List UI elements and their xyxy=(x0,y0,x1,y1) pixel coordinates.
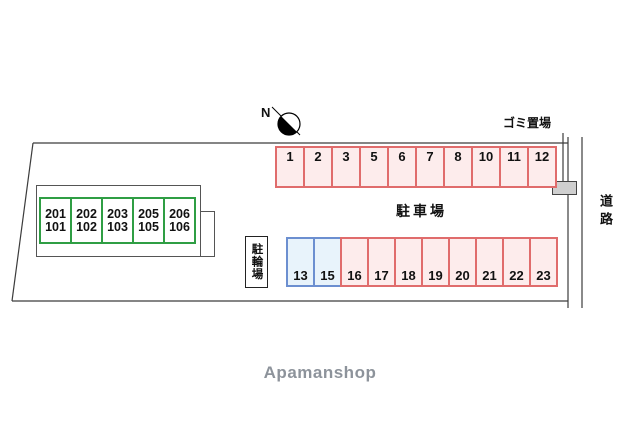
parking-space-number: 1 xyxy=(286,149,294,164)
parking-space-number: 8 xyxy=(454,149,462,164)
parking-space-number: 7 xyxy=(426,149,434,164)
unit-number-upper: 206 xyxy=(169,206,190,221)
building-unit: 206 106 xyxy=(163,197,196,244)
parking-space-number: 18 xyxy=(401,268,416,283)
parking-space-number: 10 xyxy=(478,149,494,164)
unit-number-lower: 101 xyxy=(45,219,66,234)
parking-space: 8 xyxy=(443,146,473,188)
parking-space: 18 xyxy=(394,237,423,287)
parking-space-number: 2 xyxy=(314,149,322,164)
parking-row-bottom: 13 15 16 17 18 19 20 21 22 23 xyxy=(286,237,558,287)
parking-space-number: 3 xyxy=(342,149,350,164)
parking-space: 13 xyxy=(286,237,315,287)
parking-space: 23 xyxy=(529,237,558,287)
parking-space: 21 xyxy=(475,237,504,287)
parking-space-number: 21 xyxy=(482,268,497,283)
garbage-area-label: ゴミ置場 xyxy=(503,116,552,130)
parking-space: 10 xyxy=(471,146,501,188)
parking-space-number: 20 xyxy=(455,268,470,283)
parking-space: 1 xyxy=(275,146,305,188)
compass-north-label: N xyxy=(261,105,271,120)
parking-space: 17 xyxy=(367,237,396,287)
parking-space-number: 5 xyxy=(370,149,378,164)
parking-space-number: 16 xyxy=(347,268,362,283)
building-extension xyxy=(200,211,215,257)
unit-number-lower: 106 xyxy=(169,219,190,234)
parking-space: 12 xyxy=(527,146,557,188)
parking-space: 16 xyxy=(340,237,369,287)
parking-space: 11 xyxy=(499,146,529,188)
building-unit: 205 105 xyxy=(132,197,165,244)
parking-space-number: 6 xyxy=(398,149,406,164)
parking-space-number: 15 xyxy=(320,268,335,283)
parking-space-number: 23 xyxy=(536,268,551,283)
road-label: 道路 xyxy=(598,194,613,230)
parking-lot-label: 駐車場 xyxy=(396,203,447,219)
garbage-station-box xyxy=(552,181,577,195)
unit-number-lower: 105 xyxy=(138,219,159,234)
parking-space-number: 11 xyxy=(507,149,521,164)
parking-space: 15 xyxy=(313,237,342,287)
parking-space-number: 13 xyxy=(293,268,308,283)
parking-space: 5 xyxy=(359,146,389,188)
building-unit: 203 103 xyxy=(101,197,134,244)
parking-space-number: 22 xyxy=(509,268,524,283)
building-units: 201 101 202 102 203 103 205 105 206 106 xyxy=(39,197,196,244)
parking-space: 2 xyxy=(303,146,333,188)
unit-number-upper: 203 xyxy=(107,206,128,221)
unit-number-upper: 205 xyxy=(138,206,159,221)
parking-space: 7 xyxy=(415,146,445,188)
parking-space: 19 xyxy=(421,237,450,287)
north-arrow-icon xyxy=(271,106,301,136)
parking-space: 20 xyxy=(448,237,477,287)
unit-number-lower: 103 xyxy=(107,219,128,234)
unit-number-lower: 102 xyxy=(76,219,97,234)
parking-space: 22 xyxy=(502,237,531,287)
parking-space-number: 12 xyxy=(534,149,550,164)
parking-row-top: 1 2 3 5 6 7 8 10 11 12 xyxy=(275,146,557,188)
building-unit: 201 101 xyxy=(39,197,72,244)
brand-logo: Apamanshop xyxy=(263,363,377,382)
parking-space-number: 17 xyxy=(374,268,389,283)
parking-space: 6 xyxy=(387,146,417,188)
unit-number-upper: 201 xyxy=(45,206,66,221)
bicycle-parking-label: 駐輪場 xyxy=(245,236,268,288)
parking-space-number: 19 xyxy=(428,268,443,283)
building-unit: 202 102 xyxy=(70,197,103,244)
parking-space: 3 xyxy=(331,146,361,188)
unit-number-upper: 202 xyxy=(76,206,97,221)
